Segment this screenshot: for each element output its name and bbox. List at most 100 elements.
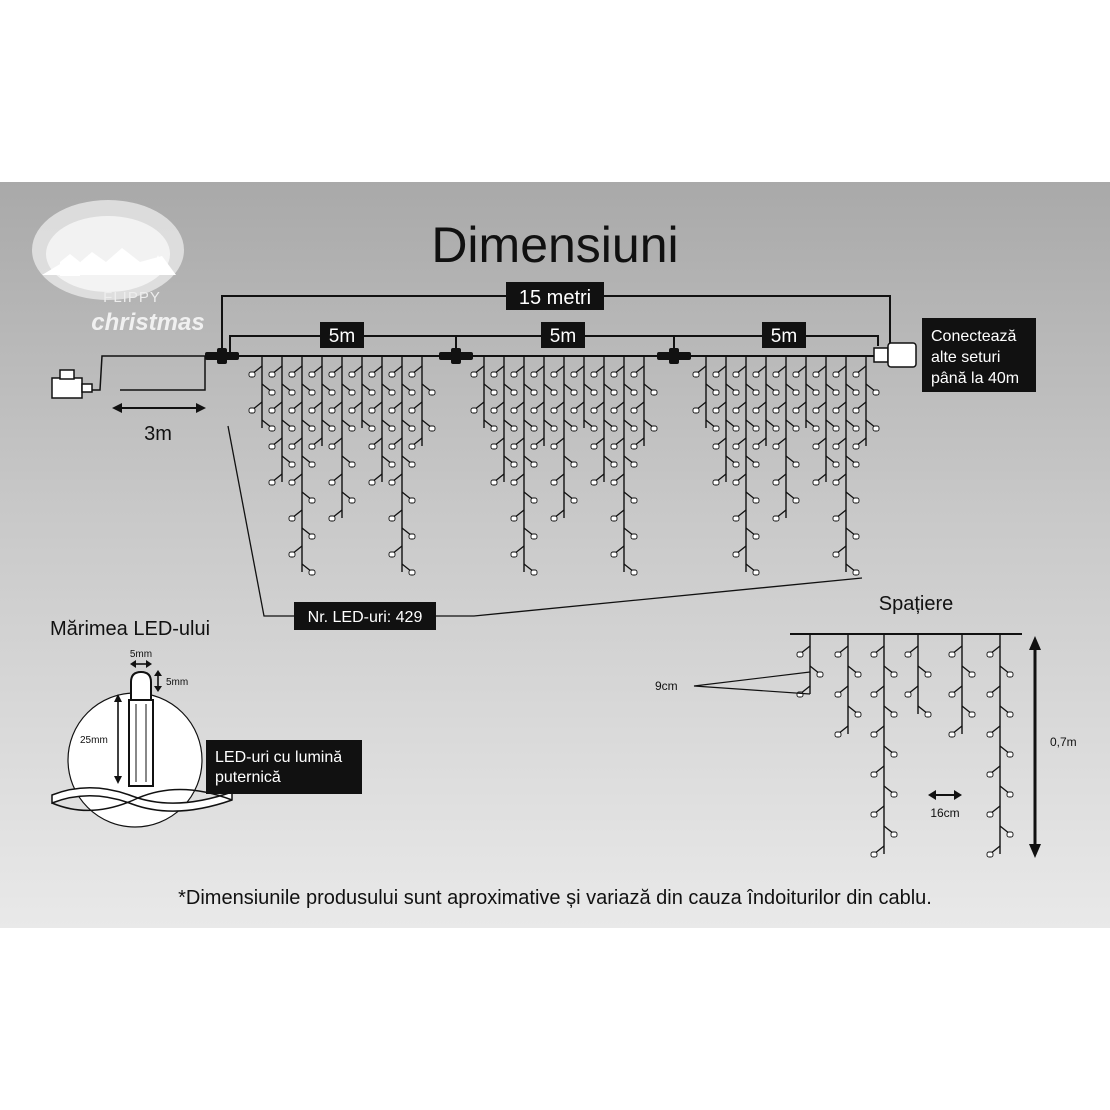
led-bulb-icon (712, 479, 720, 486)
total-length-box (506, 282, 604, 310)
led-bulb-icon (772, 389, 780, 396)
led-bulb-icon (348, 407, 356, 414)
led-bulb-icon (792, 461, 800, 468)
led-bulb-icon (924, 711, 932, 718)
led-bulb-icon (530, 425, 538, 432)
led-bulb-icon (816, 671, 824, 678)
power-plug-icon (51, 369, 93, 399)
led-bulb-icon (904, 691, 912, 698)
spacing-strand (904, 634, 932, 718)
led-bulb-icon (368, 425, 376, 432)
spacing-strand (834, 634, 862, 738)
led-bulb-icon (288, 551, 296, 558)
led-cap-arrow (154, 670, 162, 692)
led-bulb-icon (328, 443, 336, 450)
lead-length-arrow (112, 403, 206, 413)
led-bulb-icon (924, 671, 932, 678)
drop-height-arrow (1029, 636, 1041, 858)
led-bulb-icon (852, 371, 860, 378)
led-bulb-icon (388, 371, 396, 378)
led-bulb-icon (904, 651, 912, 658)
led-bulb-icon (408, 497, 416, 504)
led-bulb-icon (772, 443, 780, 450)
led-bulb-icon (530, 443, 538, 450)
segment-2-box (541, 322, 585, 348)
led-bulb-icon (550, 443, 558, 450)
led-bulb-icon (772, 479, 780, 486)
led-bulb-icon (732, 479, 740, 486)
led-bulb-icon (630, 443, 638, 450)
led-bulb-icon (268, 371, 276, 378)
spacing-strand (986, 634, 1014, 858)
led-bulb-icon (308, 389, 316, 396)
led-bulb-icon (610, 443, 618, 450)
led-bulb-icon (388, 551, 396, 558)
led-bulb-icon (408, 533, 416, 540)
connect-note-line2: alte seturi (931, 349, 1000, 366)
led-bulb-icon (510, 461, 518, 468)
led-bulb-icon (832, 515, 840, 522)
led-bulb-icon (792, 407, 800, 414)
segment-3-label: 5m (771, 326, 797, 347)
led-bulb-icon (732, 389, 740, 396)
led-bulb-icon (510, 551, 518, 558)
led-bulb-icon (268, 389, 276, 396)
led-bulb-icon (832, 425, 840, 432)
led-bulb-icon (530, 407, 538, 414)
led-width-arrow (130, 660, 152, 668)
led-bulb-icon (968, 711, 976, 718)
led-bulb-icon (752, 533, 760, 540)
led-bulb-icon (852, 389, 860, 396)
end-connector-icon (873, 342, 917, 368)
led-bulb-icon (610, 371, 618, 378)
led-bulb-icon (890, 831, 898, 838)
icicle-strand (490, 356, 518, 486)
icicle-strand (590, 356, 618, 486)
icicle-strand (368, 356, 396, 486)
led-bulb-icon (752, 425, 760, 432)
led-bulb-icon (288, 443, 296, 450)
led-bulb-icon (408, 371, 416, 378)
connect-note-line3: până la 40m (931, 370, 1019, 387)
led-bulb-icon (852, 533, 860, 540)
led-bulb-icon (752, 461, 760, 468)
led-bulb-icon (530, 497, 538, 504)
icicle-strand (288, 356, 316, 576)
led-bulb-icon (590, 443, 598, 450)
led-bulb-icon (870, 811, 878, 818)
spacing-strands (796, 634, 1014, 858)
led-bulb-icon (408, 443, 416, 450)
led-bulb-icon (510, 515, 518, 522)
led-bulb-icon (834, 691, 842, 698)
lead-cable (90, 355, 222, 391)
led-bulb-icon (870, 651, 878, 658)
led-bulb-icon (470, 407, 478, 414)
led-bulb-icon (128, 670, 154, 787)
led-bulb-icon (268, 425, 276, 432)
led-bulb-icon (630, 425, 638, 432)
icicle-strand (510, 356, 538, 576)
led-bulb-icon (610, 389, 618, 396)
icicle-strand (268, 356, 296, 486)
led-bulb-icon (832, 407, 840, 414)
led-bulb-icon (550, 389, 558, 396)
segment-1-box (320, 322, 364, 348)
connect-note-line1: Conectează (931, 328, 1016, 345)
led-bulb-icon (510, 389, 518, 396)
led-bulb-icon (570, 407, 578, 414)
led-bulb-icon (986, 731, 994, 738)
led-count-leader (227, 425, 863, 617)
led-bulb-icon (348, 497, 356, 504)
led-bulb-icon (490, 389, 498, 396)
led-bulb-icon (288, 515, 296, 522)
led-bulb-icon (610, 425, 618, 432)
led-bulb-icon (550, 479, 558, 486)
led-bulb-icon (948, 691, 956, 698)
led-bulb-icon (348, 371, 356, 378)
led-bulb-icon (852, 569, 860, 576)
led-bulb-icon (732, 407, 740, 414)
led-bulb-icon (348, 461, 356, 468)
led-bulb-icon (388, 425, 396, 432)
drop-height-label: 0,7m (1050, 735, 1077, 749)
led-bulb-icon (650, 425, 658, 432)
